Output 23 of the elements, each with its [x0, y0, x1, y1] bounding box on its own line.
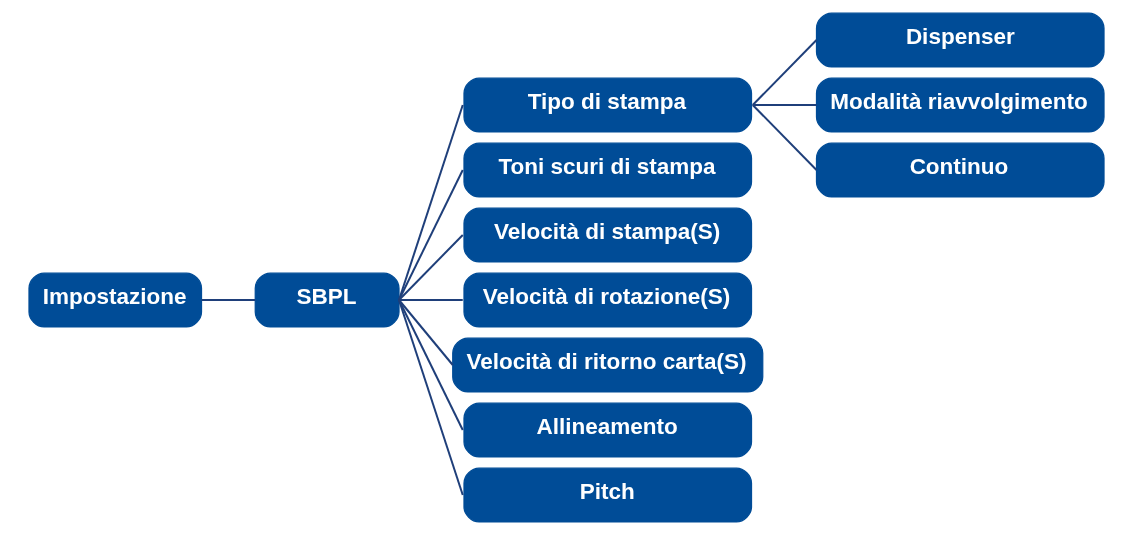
node-box: Dispenser — [815, 12, 1105, 68]
node-box: Toni scuri di stampa — [463, 142, 753, 198]
connector — [398, 104, 464, 301]
connector — [751, 104, 818, 171]
node-box: Allineamento — [463, 402, 753, 458]
node-box: Velocità di stampa(S) — [463, 207, 753, 263]
connector — [398, 169, 464, 301]
node-box: Pitch — [463, 467, 753, 523]
node-box: Velocità di ritorno carta(S) — [452, 337, 764, 393]
node-box: Velocità di rotazione(S) — [463, 272, 753, 328]
node-box: Impostazione — [28, 272, 203, 328]
node-box: Modalità riavvolgimento — [815, 77, 1105, 133]
connector — [751, 39, 818, 106]
connector — [398, 299, 454, 366]
connector — [200, 299, 257, 301]
connector — [398, 299, 464, 431]
connector — [398, 299, 464, 496]
connector — [398, 234, 464, 301]
node-box: Continuo — [815, 142, 1105, 198]
node-box: SBPL — [254, 272, 400, 328]
connector — [751, 104, 818, 106]
connector — [398, 299, 464, 301]
node-box: Tipo di stampa — [463, 77, 753, 133]
